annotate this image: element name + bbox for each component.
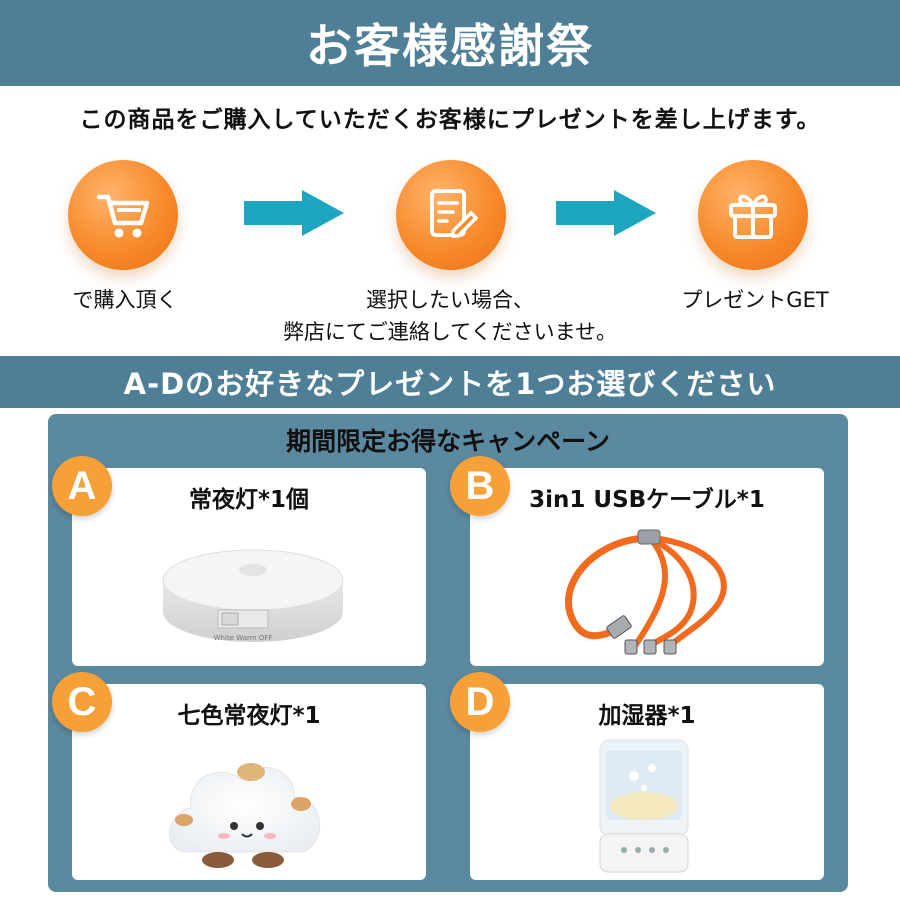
option-a-title: 常夜灯*1個 <box>188 487 310 513</box>
shopping-cart-icon <box>96 194 150 238</box>
edit-note-icon <box>430 189 478 238</box>
option-a-badge: A <box>52 456 112 516</box>
choose-banner: A-Dのお好きなプレゼントを1つお選びください <box>0 356 900 408</box>
choose-banner-text: A-Dのお好きなプレゼントを1つお選びください <box>123 367 777 401</box>
option-d-badge: D <box>450 672 510 732</box>
option-card-d[interactable]: 加湿器*1 <box>470 684 824 880</box>
step-1-label: で購入頂く <box>72 288 178 312</box>
option-b-title: 3in1 USBケーブル*1 <box>529 487 765 513</box>
option-c-badge: C <box>52 672 112 732</box>
campaign-title: 期間限定お得なキャンペーン <box>286 427 610 456</box>
gift-icon <box>729 194 777 239</box>
step-3-label: プレゼントGET <box>681 288 829 312</box>
arrow-right-icon <box>244 190 344 236</box>
svg-text:White Warm OFF: White Warm OFF <box>214 634 273 642</box>
round-night-light-image: White Warm OFF <box>162 549 344 642</box>
step-2-circle <box>396 160 506 270</box>
option-card-c[interactable]: 七色常夜灯*1 <box>72 684 426 880</box>
option-c-title: 七色常夜灯*1 <box>177 703 321 729</box>
option-d-title: 加湿器*1 <box>598 703 696 729</box>
option-b-badge: B <box>450 456 510 516</box>
step-2-label-line1: 選択したい場合、 <box>366 288 534 312</box>
intro-text: この商品をご購入していただくお客様にプレゼントを差し上げます。 <box>79 107 821 133</box>
humidifier-image <box>599 739 689 873</box>
cloud-night-light-image <box>169 763 321 868</box>
option-card-b[interactable]: 3in1 USBケーブル*1 <box>470 468 824 666</box>
usb-cable-image <box>565 529 727 655</box>
step-1-circle <box>68 160 178 270</box>
campaign-panel: 期間限定お得なキャンペーン 常夜灯*1個 White Warm OFF 3in1… <box>48 414 848 892</box>
page-title: お客様感謝祭 <box>306 19 594 73</box>
step-2-label-line2: 弊店にてご連絡してくださいませ。 <box>282 320 618 344</box>
step-3-circle <box>698 160 808 270</box>
header-banner: お客様感謝祭 <box>0 0 900 86</box>
option-card-a[interactable]: 常夜灯*1個 White Warm OFF <box>72 468 426 666</box>
arrow-right-icon <box>556 190 656 236</box>
